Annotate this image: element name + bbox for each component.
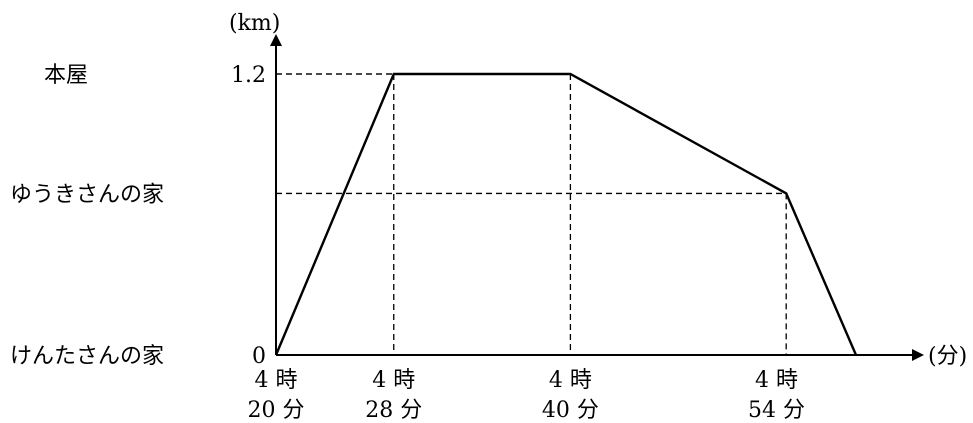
x-axis-arrow [912,349,924,361]
series [274,72,858,356]
y-tick-label-1: 0 [252,344,266,369]
axis-labels: (km) (分) [229,11,967,369]
place-label-2: けんたさんの家 [10,344,164,369]
x-axis-label: (分) [928,344,967,369]
y-tick-label-0: 1.2 [231,63,266,88]
x-tick-label-hour-2: 4 時 [549,368,592,393]
place-label-1: ゆうきさんの家 [10,182,164,207]
axes [270,34,924,361]
x-tick-label-hour-3: 4 時 [755,368,798,393]
y-axis-label: (km) [229,11,280,36]
x-tick-label-minute-3: 54 分 [748,398,805,423]
series-line [274,72,858,356]
x-tick-label-hour-1: 4 時 [372,368,415,393]
x-tick-labels: 4 時 20 分 4 時 28 分 4 時 40 分 4 時 54 分 [248,368,805,423]
y-tick-labels: 1.20 [231,63,266,369]
y-axis-arrow [270,34,282,46]
x-tick-label-hour-0: 4 時 [255,368,298,393]
x-tick-label-minute-0: 20 分 [248,398,305,423]
x-tick-label-minute-1: 28 分 [365,398,422,423]
guide-lines [276,73,787,355]
x-tick-label-minute-2: 40 分 [542,398,599,423]
place-label-0: 本屋 [44,63,88,88]
